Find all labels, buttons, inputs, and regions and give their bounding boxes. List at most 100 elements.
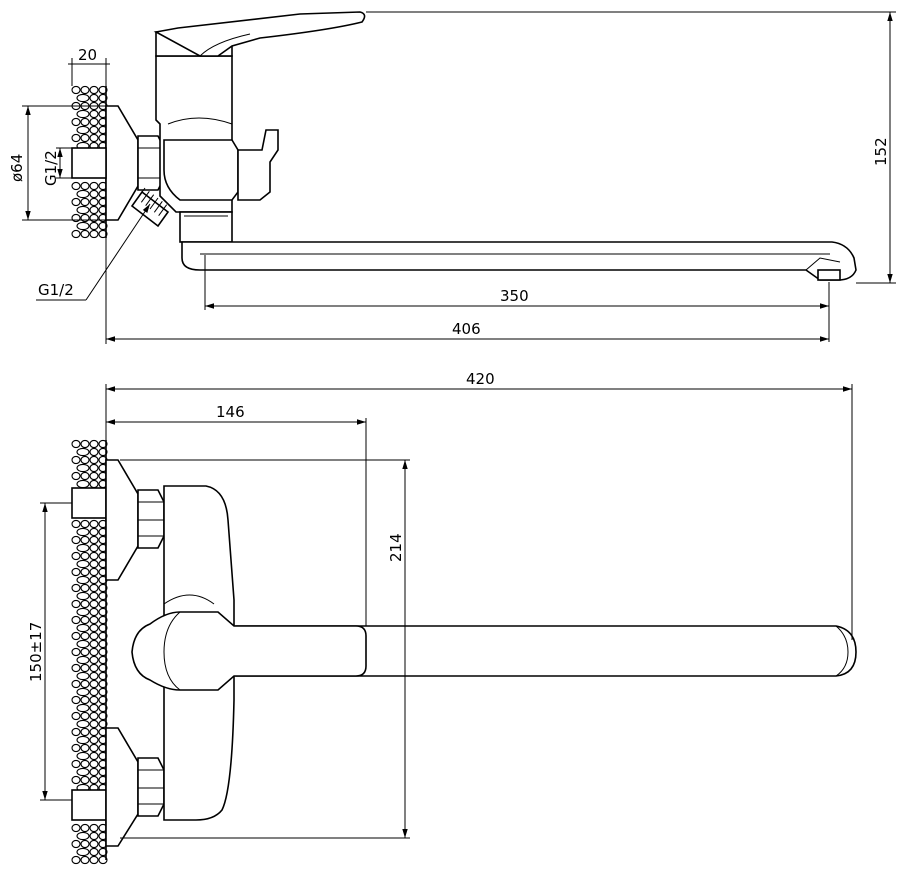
wall-stone (98, 687, 108, 697)
wall-stone (80, 567, 90, 577)
wall-stone (71, 839, 81, 849)
wall-stone (80, 615, 90, 625)
front-inlet-pipe-bottom (71, 789, 107, 821)
wall-stone (71, 471, 81, 481)
wall-stone (71, 599, 81, 609)
wall-stone (71, 615, 81, 625)
side-cartridge (163, 139, 239, 201)
wall-stone (98, 591, 108, 601)
wall-stone (98, 583, 108, 593)
wall-stone (98, 703, 108, 713)
wall-stone (89, 543, 99, 553)
front-lever (131, 611, 367, 691)
thread-line (136, 187, 146, 200)
dim-body-height: 214 (387, 533, 405, 562)
wall-stone (98, 655, 108, 665)
dim-height: 152 (872, 137, 890, 166)
wall-stone (89, 671, 99, 681)
wall-stone (89, 551, 99, 561)
wall-stone (89, 607, 99, 617)
wall-stone (89, 85, 99, 95)
wall-stone (76, 527, 90, 537)
wall-stone (89, 221, 99, 231)
wall-stone (89, 583, 99, 593)
wall-stone (80, 519, 90, 529)
dim-inlet-spacing: 150±17 (27, 622, 45, 682)
wall-stone (71, 229, 81, 239)
wall-stone (76, 671, 90, 681)
wall-stone (89, 447, 99, 457)
wall-stone (89, 847, 99, 857)
side-diverter-knob (237, 129, 279, 201)
wall-stone (80, 743, 90, 753)
front-hex-nut-top (137, 489, 165, 549)
wall-stone (89, 559, 99, 569)
wall-stone (98, 631, 108, 641)
wall-stone (89, 133, 99, 143)
wall-stone (89, 711, 99, 721)
wall-stone (80, 711, 90, 721)
wall-stone (89, 623, 99, 633)
wall-stone (89, 663, 99, 673)
wall-stone (76, 623, 90, 633)
wall-stone (89, 703, 99, 713)
wall-stone (89, 205, 99, 215)
front-spout (235, 625, 857, 677)
wall-stone (89, 639, 99, 649)
wall-stone (71, 133, 81, 143)
wall-stone (98, 615, 108, 625)
wall-stone (71, 743, 81, 753)
wall-stone (89, 631, 99, 641)
front-flange-bottom (105, 727, 139, 847)
wall-stone (98, 85, 108, 95)
front-flange-top (105, 459, 139, 581)
side-inlet-pipe (71, 147, 107, 179)
thread-line (145, 194, 155, 206)
wall-stone (71, 583, 81, 593)
wall-stone (80, 181, 90, 191)
wall-stone (76, 543, 90, 553)
side-aerator (817, 269, 841, 281)
wall-stone (76, 847, 90, 857)
wall-stone (76, 831, 90, 841)
wall-stone (89, 599, 99, 609)
wall-stone (76, 591, 90, 601)
wall-stone (89, 229, 99, 239)
dim-lever-offset: 146 (216, 403, 245, 421)
wall-stone (71, 551, 81, 561)
wall-stone (89, 591, 99, 601)
wall-stone (98, 607, 108, 617)
wall-stone (76, 655, 90, 665)
wall-stone (89, 855, 99, 865)
wall-stone (71, 775, 81, 785)
wall-stone (80, 727, 90, 737)
wall-stone (89, 181, 99, 191)
wall-stone (71, 695, 81, 705)
wall-stone (89, 455, 99, 465)
wall-stone (76, 447, 90, 457)
wall-stone (76, 607, 90, 617)
wall-stone (80, 535, 90, 545)
wall-stone (98, 439, 108, 449)
wall-stone (89, 679, 99, 689)
wall-stone (71, 631, 81, 641)
wall-stone (98, 671, 108, 681)
wall-stone (89, 109, 99, 119)
wall-stone (98, 663, 108, 673)
wall-stone (98, 623, 108, 633)
wall-stone (76, 125, 90, 135)
wall-stone (98, 447, 108, 457)
wall-stone (89, 687, 99, 697)
dim-spout-reach: 350 (500, 287, 529, 305)
wall-stone (80, 133, 90, 143)
wall-stone (76, 205, 90, 215)
thread-line (149, 197, 159, 210)
wall-stone (71, 519, 81, 529)
thread-line (158, 204, 168, 216)
wall-stone (80, 839, 90, 849)
wall-stone (98, 229, 108, 239)
wall-stone (89, 535, 99, 545)
wall-stone (89, 125, 99, 135)
dim-total-reach-side: 406 (452, 320, 481, 338)
